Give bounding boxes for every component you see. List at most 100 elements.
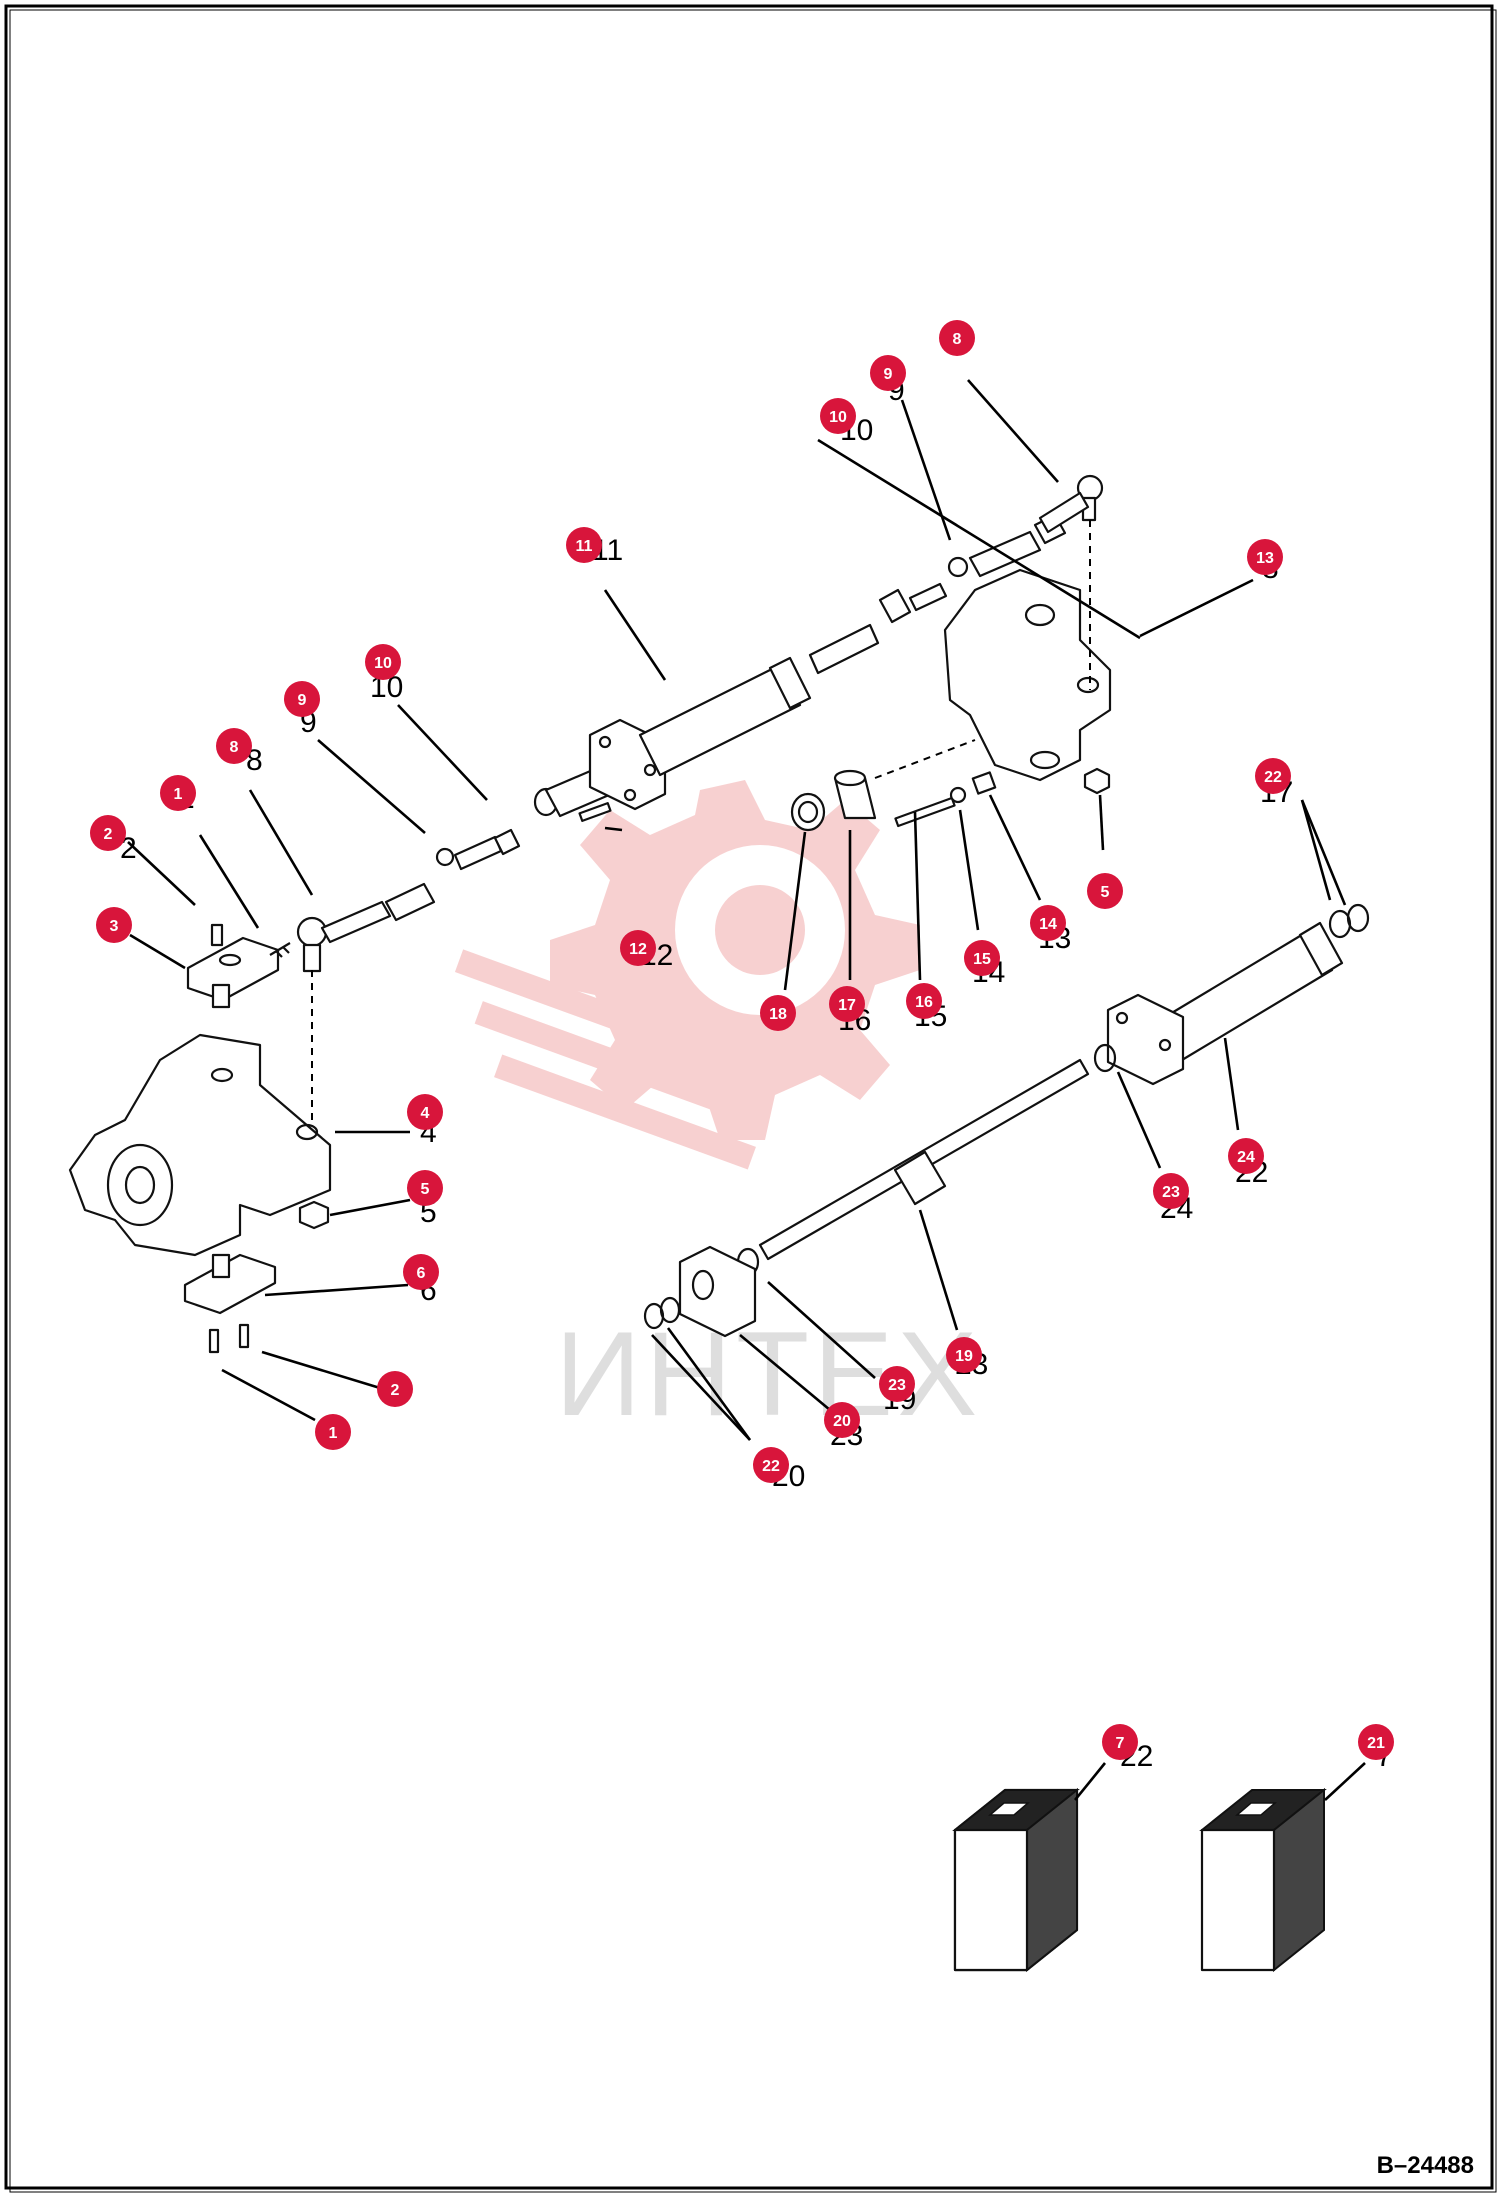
- leader-line: [129, 933, 186, 970]
- washer-15-part: [949, 786, 967, 804]
- callout-1[interactable]: 1: [160, 775, 196, 811]
- callout-1[interactable]: 1: [315, 1414, 351, 1450]
- callout-circle[interactable]: [96, 907, 132, 943]
- callout-19[interactable]: 19: [946, 1337, 982, 1373]
- callout-4[interactable]: 4: [407, 1094, 443, 1130]
- callout-circle[interactable]: [870, 355, 906, 391]
- callout-circle[interactable]: [284, 681, 320, 717]
- callout-23[interactable]: 23: [1153, 1173, 1189, 1209]
- callout-17[interactable]: 17: [829, 986, 865, 1022]
- callout-6[interactable]: 6: [403, 1254, 439, 1290]
- callout-circle[interactable]: [829, 986, 865, 1022]
- callout-10[interactable]: 10: [820, 398, 856, 434]
- callout-18[interactable]: 18: [760, 995, 796, 1031]
- leader-line: [967, 379, 1059, 483]
- callout-number: 15: [973, 951, 991, 968]
- callout-2[interactable]: 2: [377, 1371, 413, 1407]
- dashed-centerline: [874, 739, 976, 779]
- callout-number: 16: [915, 994, 933, 1011]
- page-border-shadow: [9, 9, 1497, 2193]
- barrel-24-band: [1298, 921, 1344, 977]
- callout-circle[interactable]: [760, 995, 796, 1031]
- callout-circle[interactable]: [1102, 1724, 1138, 1760]
- right-knuckle-arm-hole: [1076, 676, 1100, 694]
- callout-2[interactable]: 2: [90, 815, 126, 851]
- callout-21[interactable]: 21: [1358, 1724, 1394, 1760]
- callout-circle[interactable]: [753, 1447, 789, 1483]
- callout-20[interactable]: 20: [824, 1402, 860, 1438]
- seal-ring-part: [790, 792, 826, 832]
- spacer-14-part: [971, 771, 997, 795]
- callout-number: 21: [1367, 1735, 1385, 1752]
- nut-part: [298, 1200, 330, 1230]
- callout-circle[interactable]: [1247, 539, 1283, 575]
- callout-10[interactable]: 10: [365, 644, 401, 680]
- callout-8[interactable]: 8: [939, 320, 975, 356]
- callout-circle[interactable]: [566, 527, 602, 563]
- callout-number: 1: [174, 786, 183, 803]
- callout-circle[interactable]: [939, 320, 975, 356]
- o-ring-22-part: [659, 1296, 681, 1324]
- callout-14[interactable]: 14: [1030, 905, 1066, 941]
- callout-circle[interactable]: [216, 728, 252, 764]
- callout-13[interactable]: 13: [1247, 539, 1283, 575]
- callout-circle[interactable]: [1255, 758, 1291, 794]
- callout-circle[interactable]: [820, 398, 856, 434]
- callout-3[interactable]: 3: [96, 907, 132, 943]
- bolt-16-part: [894, 796, 956, 828]
- callout-number: 22: [1264, 769, 1282, 786]
- leader-line: [918, 1209, 959, 1331]
- callout-22[interactable]: 22: [753, 1447, 789, 1483]
- callout-15[interactable]: 15: [964, 940, 1000, 976]
- leader-line: [127, 841, 196, 906]
- knuckle-arm-hole: [295, 1123, 319, 1141]
- callout-24[interactable]: 24: [1228, 1138, 1264, 1174]
- left-tie-rod-assembly: [296, 828, 521, 1120]
- callout-circle[interactable]: [906, 983, 942, 1019]
- callout-circle[interactable]: [160, 775, 196, 811]
- bushing-hardware: [790, 739, 997, 832]
- callout-22[interactable]: 22: [1255, 758, 1291, 794]
- callout-circle[interactable]: [407, 1094, 443, 1130]
- callout-circle[interactable]: [1153, 1173, 1189, 1209]
- callout-circle[interactable]: [1087, 873, 1123, 909]
- callout-11[interactable]: 11: [566, 527, 602, 563]
- callout-circle[interactable]: [403, 1254, 439, 1290]
- callout-circle[interactable]: [964, 940, 1000, 976]
- callout-number: 17: [838, 997, 856, 1014]
- bushing-end: [833, 769, 867, 787]
- leader-line: [603, 589, 667, 681]
- callout-23[interactable]: 23: [879, 1366, 915, 1402]
- leader-line: [651, 1334, 751, 1441]
- callout-circle[interactable]: [824, 1402, 860, 1438]
- callout-5[interactable]: 5: [1087, 873, 1123, 909]
- callout-circle[interactable]: [1358, 1724, 1394, 1760]
- kit-box-21-front: [1200, 1828, 1276, 1972]
- callout-5[interactable]: 5: [407, 1170, 443, 1206]
- callout-9[interactable]: 9: [284, 681, 320, 717]
- leader-line: [198, 834, 260, 929]
- callout-12[interactable]: 12: [620, 930, 656, 966]
- callout-circle[interactable]: [90, 815, 126, 851]
- callout-circle[interactable]: [879, 1366, 915, 1402]
- callout-number: 5: [421, 1181, 430, 1198]
- callout-9[interactable]: 9: [870, 355, 906, 391]
- callout-circle[interactable]: [315, 1414, 351, 1450]
- flange-24-part: [1106, 993, 1185, 1086]
- callout-circle[interactable]: [1030, 905, 1066, 941]
- callout-7[interactable]: 7: [1102, 1724, 1138, 1760]
- callout-circle[interactable]: [365, 644, 401, 680]
- callout-circle[interactable]: [1228, 1138, 1264, 1174]
- leader-line: [1116, 1071, 1162, 1169]
- callout-8[interactable]: 8: [216, 728, 252, 764]
- callout-circle[interactable]: [620, 930, 656, 966]
- callout-circle[interactable]: [407, 1170, 443, 1206]
- leader-line: [604, 826, 623, 832]
- leader-line: [1223, 1037, 1240, 1131]
- callout-number: 11: [576, 538, 593, 555]
- watermark-stripe: [474, 1001, 756, 1123]
- callout-circle[interactable]: [946, 1337, 982, 1373]
- callout-circle[interactable]: [377, 1371, 413, 1407]
- leader-line: [958, 809, 980, 931]
- callout-16[interactable]: 16: [906, 983, 942, 1019]
